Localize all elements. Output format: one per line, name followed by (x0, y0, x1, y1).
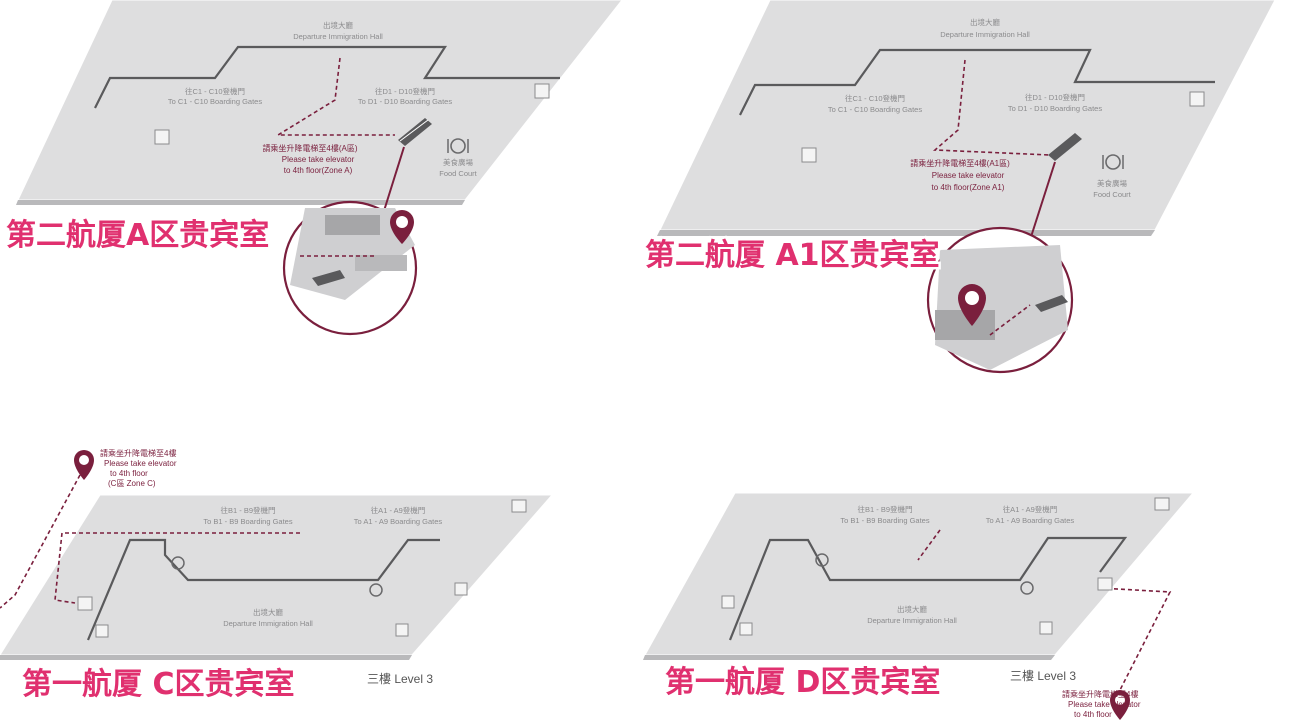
elevator-note-zh: 請乘坐升降電梯至4樓(A區) (262, 143, 357, 153)
lounge-marker-icon (1097, 577, 1113, 591)
panel-t2-zone-a: 出境大廳 Departure Immigration Hall 往C1 - C1… (4, 0, 623, 336)
gate-right-zh: 往A1 - A9登機門 (1003, 504, 1058, 514)
route-line (1099, 587, 1172, 691)
zoom-pointer (1029, 161, 1056, 241)
location-pin-icon (958, 284, 986, 326)
gate-left-en: To B1 - B9 Boarding Gates (840, 516, 929, 525)
restroom-icon (1189, 91, 1205, 107)
hall-label-zh: 出境大廳 (970, 17, 1000, 27)
route-line (0, 474, 81, 609)
food-court-en: Food Court (1093, 190, 1131, 199)
elevator-note-en-2: to 4th floor(Zone A1) (932, 183, 1005, 192)
hall-label-zh: 出境大廳 (897, 604, 927, 614)
restroom-icon (171, 556, 185, 570)
gate-right-en: To A1 - A9 Boarding Gates (986, 516, 1075, 525)
escalator-icon (312, 270, 345, 286)
location-pin-icon (74, 450, 94, 480)
floor-plate-edge (643, 655, 1055, 660)
hall-label-zh: 出境大廳 (253, 607, 283, 617)
panel-t1-zone-c: 請乘坐升降電梯至4樓 Please take elevator to 4th f… (0, 448, 554, 705)
info-icon (154, 129, 170, 145)
floor-plate-edge (657, 230, 1155, 236)
elevator-note-en-1: Please take elevator (1068, 700, 1141, 709)
wall-outline (739, 48, 1215, 116)
location-pin-icon (390, 210, 414, 244)
gate-right-en: To A1 - A9 Boarding Gates (354, 517, 443, 526)
gate-right-zh: 往D1 - D10登機門 (375, 86, 435, 96)
elevator-note-en-1: Please take elevator (282, 155, 355, 164)
info-icon (801, 147, 817, 163)
food-court-zh: 美食廣場 (1097, 178, 1127, 188)
gate-left-en: To C1 - C10 Boarding Gates (168, 97, 262, 106)
floor-plate-edge (0, 655, 412, 660)
route-line (932, 59, 1051, 156)
restroom-icon (534, 83, 550, 99)
panel-title: 第二航厦A区贵宾室 (6, 218, 269, 253)
food-court-icon (1102, 154, 1124, 170)
restroom-icon (369, 583, 383, 597)
lounge-marker-icon (77, 596, 93, 611)
escalator-icon (1035, 295, 1068, 312)
gate-left-zh: 往C1 - C10登機門 (185, 86, 245, 96)
gate-left-en: To B1 - B9 Boarding Gates (203, 517, 292, 526)
zoom-route (989, 304, 1031, 336)
info-icon (739, 622, 753, 636)
elevator-note-zh: 請乘坐升降電梯至4樓 (1062, 689, 1138, 699)
level-label: 三樓 Level 3 (367, 671, 433, 686)
info-icon (454, 582, 468, 596)
hall-label-en: Departure Immigration Hall (940, 30, 1030, 39)
info-icon (95, 624, 109, 638)
escalator-icon (1048, 133, 1082, 161)
gate-right-en: To D1 - D10 Boarding Gates (1008, 104, 1102, 113)
hall-label-en: Departure Immigration Hall (293, 32, 383, 41)
restroom-icon (511, 499, 527, 513)
panel-t2-zone-a1: 出境大廳 Departure Immigration Hall 往C1 - C1… (643, 0, 1276, 374)
wall-outline (86, 538, 440, 641)
location-pin-icon (1110, 690, 1130, 720)
panel-title: 第一航厦 C区贵宾室 (22, 667, 294, 702)
info-icon (395, 623, 409, 637)
panel-t1-zone-d: 往B1 - B9登機門 To B1 - B9 Boarding Gates 往A… (643, 492, 1195, 720)
elevator-note-en-2: to 4th floor (110, 469, 148, 478)
food-court-en: Food Court (439, 169, 477, 178)
escalator-icon (398, 118, 432, 146)
floor-plate-edge (16, 200, 465, 205)
gate-right-zh: 往D1 - D10登機門 (1025, 92, 1085, 102)
elevator-note-en-1: Please take elevator (932, 171, 1005, 180)
gate-left-zh: 往C1 - C10登機門 (845, 93, 905, 103)
route-line (275, 57, 395, 136)
gate-left-zh: 往B1 - B9登機門 (857, 504, 912, 514)
info-icon (1039, 621, 1053, 635)
restroom-icon (1154, 497, 1170, 511)
gate-left-en: To C1 - C10 Boarding Gates (828, 105, 922, 114)
panel-title: 第二航厦 A1区贵宾室 (645, 238, 940, 273)
hall-label-en: Departure Immigration Hall (867, 616, 957, 625)
gate-left-zh: 往B1 - B9登機門 (220, 505, 275, 515)
route-line (917, 529, 941, 561)
lounge-block (325, 215, 380, 235)
wall-outline (94, 45, 560, 109)
gate-right-en: To D1 - D10 Boarding Gates (358, 97, 452, 106)
hall-label-en: Departure Immigration Hall (223, 619, 313, 628)
wall-outline (728, 536, 1128, 641)
elevator-note-zh: 請乘坐升降電梯至4樓 (100, 448, 176, 458)
panel-title: 第一航厦 D区贵宾室 (665, 665, 940, 700)
elevator-note-en-3: (C區 Zone C) (108, 479, 156, 488)
route-line (54, 532, 300, 604)
hall-label-zh: 出境大廳 (323, 20, 353, 30)
restroom-icon (1020, 581, 1034, 595)
food-court-zh: 美食廣場 (443, 157, 473, 167)
elevator-note-en-2: to 4th floor (1074, 710, 1112, 719)
lounge-ledge (355, 255, 407, 271)
gate-right-zh: 往A1 - A9登機門 (371, 505, 426, 515)
elevator-note-en-2: to 4th floor(Zone A) (284, 166, 353, 175)
elevator-note-zh: 請乘坐升降電梯至4樓(A1區) (910, 158, 1010, 168)
food-court-icon (447, 138, 469, 154)
level-label: 三樓 Level 3 (1010, 668, 1076, 683)
elevator-note-en-1: Please take elevator (104, 459, 177, 468)
restroom-icon (815, 553, 829, 567)
info-icon (721, 595, 735, 609)
